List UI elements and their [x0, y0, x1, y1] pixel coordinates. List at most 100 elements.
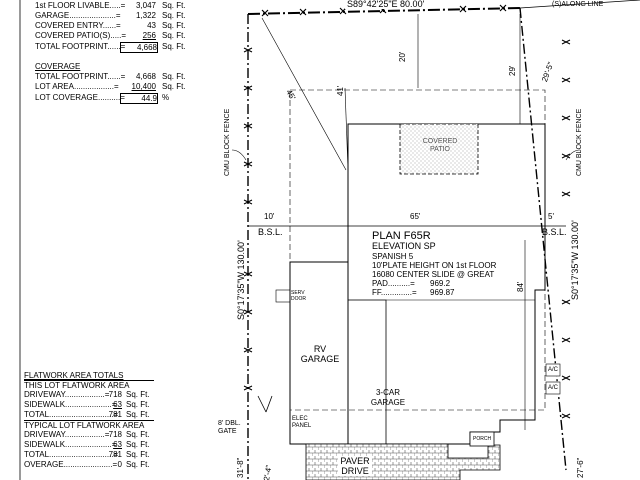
- coverage-value-1: 10,400: [131, 82, 156, 91]
- area-unit-0: Sq. Ft.: [162, 1, 186, 10]
- coverage-unit-1: Sq. Ft.: [162, 82, 186, 91]
- area-unit-2: Sq. Ft.: [162, 21, 186, 30]
- area-unit-3: Sq. Ft.: [162, 31, 186, 40]
- coverage-value-2: 44.9: [120, 93, 158, 104]
- area-value-2: 43: [147, 21, 156, 30]
- area-value-1: 1,322: [135, 11, 156, 20]
- area-label-4: TOTAL FOOTPRINT......=: [35, 42, 126, 51]
- area-value-4: 4,668: [120, 42, 158, 53]
- dim-20-label: 20': [398, 51, 407, 62]
- right-fence-label: CMU BLOCK FENCE: [576, 108, 583, 176]
- typical-value-2: 781: [108, 450, 122, 459]
- typical-unit-1: Sq. Ft.: [126, 440, 150, 449]
- right-bearing: S0°17'35"W 130.00': [570, 220, 580, 300]
- paver-drive: [305, 443, 501, 480]
- this-lot-label-0: DRIVEWAY..................=: [24, 390, 110, 399]
- dim-65-label: 65': [410, 212, 421, 221]
- dim-27-6-label: 27'-6": [576, 457, 585, 478]
- fence-ticks-top: [261, 4, 507, 17]
- style: SPANISH 5: [372, 252, 414, 261]
- typical-unit-2: Sq. Ft.: [126, 450, 150, 459]
- this-lot-value-0: 718: [108, 390, 122, 399]
- ac-label-2: A/C: [548, 385, 559, 391]
- covered-patio-label: COVERED PATIO: [422, 138, 458, 153]
- dim-5-label: 5': [548, 212, 554, 221]
- dim-10-label: 10': [264, 212, 275, 221]
- this-lot-unit-0: Sq. Ft.: [126, 390, 150, 399]
- coverage-label-2: LOT COVERAGE..........=: [35, 93, 125, 102]
- ac-label-1: A/C: [548, 367, 559, 373]
- this-lot-value-2: 781: [108, 410, 122, 419]
- coverage-unit-2: %: [162, 93, 170, 102]
- typical-label-2: TOTAL.............................=: [24, 450, 119, 459]
- dim-41: [344, 87, 349, 171]
- ac-unit-2: [545, 381, 561, 395]
- ff-value: 969.87: [430, 288, 455, 297]
- typical-value-0: 718: [108, 430, 122, 439]
- dim-29-label: 29': [508, 65, 517, 76]
- coverage-unit-0: Sq. Ft.: [162, 72, 186, 81]
- typical-label-0: DRIVEWAY..................=: [24, 430, 110, 439]
- area-label-0: 1st FLOOR LIVABLE.....=: [35, 1, 126, 10]
- typical-label-1: SIDEWALK.....................=: [24, 440, 117, 449]
- bsl-left: B.S.L.: [258, 227, 283, 237]
- gate-symbol: [257, 395, 273, 413]
- property-line-top-ext: [519, 0, 640, 9]
- top-bearing: S89°42'25"E 80.00': [345, 0, 427, 9]
- this-lot-unit-1: Sq. Ft.: [126, 400, 150, 409]
- pad-label: PAD..........=: [372, 279, 415, 288]
- fence-ticks-left: [243, 47, 253, 391]
- area-label-2: COVERED ENTRY......=: [35, 21, 121, 30]
- typical-unit-3: Sq. Ft.: [126, 460, 150, 469]
- top-right-note: (S)ALONG LINE: [552, 1, 604, 8]
- dim-31-8-label: 31'-8": [236, 457, 245, 478]
- coverage-title: COVERAGE: [35, 62, 81, 71]
- ff-label: FF..............=: [372, 288, 417, 297]
- dim-41-label: 41': [336, 85, 345, 96]
- paver-drive-label: PAVER DRIVE: [338, 456, 372, 476]
- center-slide: 16080 CENTER SLIDE @ GREAT: [372, 270, 495, 279]
- ac-unit-1: [545, 363, 561, 377]
- plate-height: 10'PLATE HEIGHT ON 1st FLOOR: [372, 261, 497, 270]
- coverage-label-1: LOT AREA..................=: [35, 82, 119, 91]
- entry-box: [469, 431, 495, 447]
- this-lot-title: THIS LOT FLATWORK AREA: [24, 380, 154, 390]
- gate-label: 8' DBL. GATE: [218, 420, 241, 435]
- area-label-1: GARAGE.....................=: [35, 11, 121, 20]
- pad-value: 969.2: [430, 279, 451, 288]
- this-lot-unit-2: Sq. Ft.: [126, 410, 150, 419]
- area-unit-4: Sq. Ft.: [162, 42, 186, 51]
- entry-box-label: PORCH: [473, 436, 492, 442]
- bsl-right: B.S.L.: [542, 227, 567, 237]
- this-lot-value-1: 63: [113, 400, 122, 409]
- fence-callout-left: [231, 149, 247, 161]
- left-fence-label: CMU BLOCK FENCE: [224, 108, 231, 176]
- area-label-3: COVERED PATIO(S).....=: [35, 31, 127, 40]
- typical-label-3: OVERAGE......................=: [24, 460, 118, 469]
- dim-84-label: 84': [516, 281, 525, 292]
- left-bearing: S0°17'35"W 130.00': [236, 240, 246, 320]
- serv-door-label: SERV DOOR: [291, 290, 306, 302]
- area-value-0: 3,047: [135, 1, 156, 10]
- elec-panel-label: ELEC PANEL: [292, 416, 312, 429]
- serv-door-box: [275, 289, 291, 303]
- elevation: ELEVATION SP: [372, 241, 436, 251]
- area-value-3: 256: [142, 31, 156, 40]
- rv-garage-label: RV GARAGE: [300, 344, 340, 364]
- three-car-garage-label: 3-CAR GARAGE: [370, 388, 406, 407]
- plan-name: PLAN F65R: [372, 230, 431, 242]
- fence-ticks-right: [561, 39, 571, 419]
- coverage-value-0: 4,668: [135, 72, 156, 81]
- dim-diagonal-45: [261, 17, 347, 171]
- garage-stall-outline: [347, 299, 387, 445]
- covered-patio: [399, 123, 479, 175]
- this-lot-label-1: SIDEWALK.....................=: [24, 400, 117, 409]
- coverage-label-0: TOTAL FOOTPRINT......=: [35, 72, 126, 81]
- this-lot-label-2: TOTAL.............................=: [24, 410, 119, 419]
- typical-value-1: 63: [113, 440, 122, 449]
- typical-unit-0: Sq. Ft.: [126, 430, 150, 439]
- area-unit-1: Sq. Ft.: [162, 11, 186, 20]
- fence-callout-right: [565, 149, 581, 161]
- flatwork-title: FLATWORK AREA TOTALS: [24, 371, 124, 380]
